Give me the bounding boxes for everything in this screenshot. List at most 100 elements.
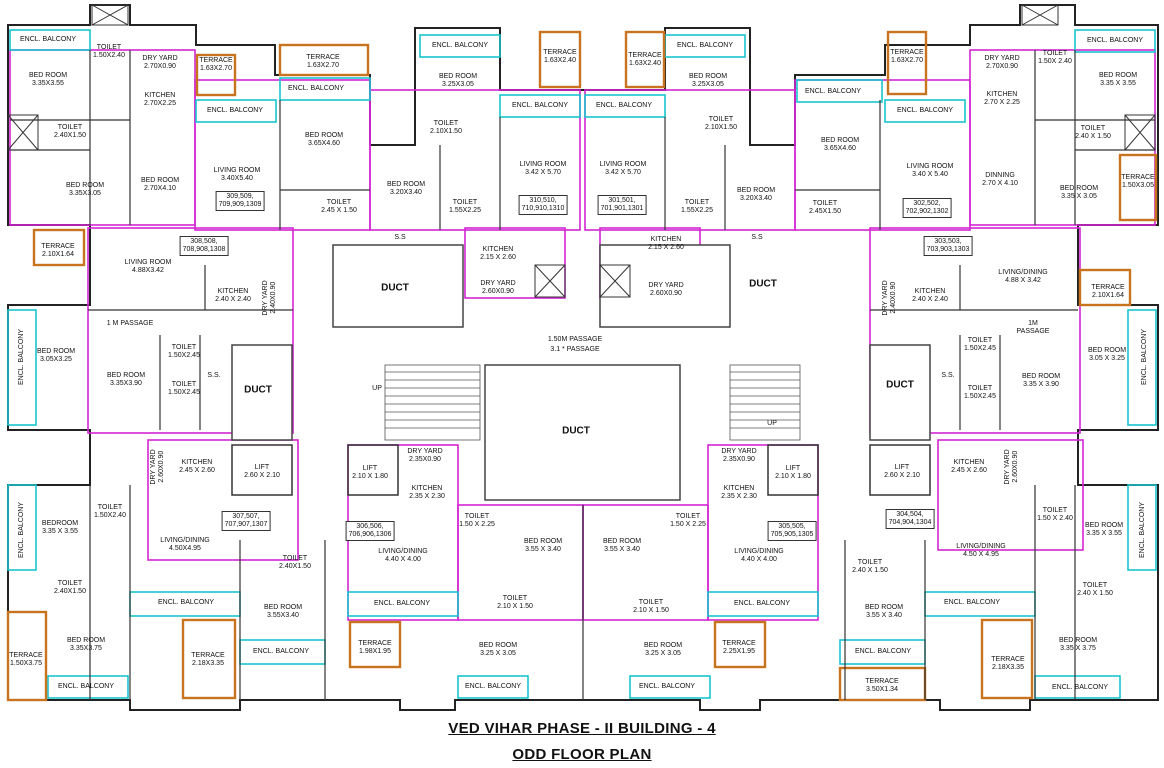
room-label-encl-balcony-j2: ENCL. BALCONY bbox=[464, 683, 522, 690]
room-label-toilet-k1: TOILET 1.50 X 2.25 bbox=[670, 513, 706, 528]
room-label-bed-j1: BED ROOM 3.55 X 3.40 bbox=[523, 538, 563, 553]
room-label-living-j1: LIVING/DINING 4.40 X 4.00 bbox=[378, 548, 428, 563]
room-label-passage-h1: 1M PASSAGE bbox=[1016, 320, 1050, 335]
room-label-kitchen-h1: KITCHEN 2.40 X 2.40 bbox=[912, 288, 948, 303]
room-label-ss-2: S.S bbox=[751, 234, 763, 241]
ducts bbox=[231, 244, 931, 501]
room-label-unit-310: 310,510, 710,910,1310 bbox=[518, 195, 568, 215]
room-label-encl-balcony-e2: ENCL. BALCONY bbox=[896, 107, 954, 114]
room-label-bed-c2: BED ROOM 3.20X3.40 bbox=[386, 181, 426, 196]
room-label-up-1: UP bbox=[372, 385, 382, 392]
plan-title-line-1: VED VIHAR PHASE - II BUILDING - 4 bbox=[448, 720, 716, 737]
room-label-duct-5: DUCT bbox=[562, 425, 590, 437]
room-label-bed-j2: BED ROOM 3.25 X 3.05 bbox=[478, 642, 518, 657]
room-label-duct-4: DUCT bbox=[886, 379, 914, 391]
room-label-bed-b1: BED ROOM 3.65X4.60 bbox=[304, 132, 344, 147]
room-label-dryyard-c1: DRY YARD 2.60X0.90 bbox=[480, 280, 516, 295]
room-label-encl-balcony-l2: ENCL. BALCONY bbox=[943, 599, 1001, 606]
room-label-toilet-i1: TOILET 1.50X2.40 bbox=[94, 504, 126, 519]
room-label-unit-306: 306,506, 706,906,1306 bbox=[345, 521, 395, 541]
room-label-dryyard-d1: DRY YARD 2.60X0.90 bbox=[648, 282, 684, 297]
room-label-living-k1: LIVING/DINING 4.40 X 4.00 bbox=[734, 548, 784, 563]
room-label-passage-center: 1.50M PASSAGE bbox=[547, 336, 603, 343]
room-label-encl-balcony-a1: ENCL. BALCONY bbox=[19, 36, 77, 43]
room-label-bed-h2: BED ROOM 3.05 X 3.25 bbox=[1087, 347, 1127, 362]
room-label-terrace-j1: TERRACE 1.98X1.95 bbox=[358, 640, 392, 655]
room-label-unit-307: 307,507, 707,907,1307 bbox=[221, 511, 271, 531]
room-label-encl-balcony-b1: ENCL. BALCONY bbox=[287, 85, 345, 92]
room-label-encl-balcony-a2: ENCL. BALCONY bbox=[206, 107, 264, 114]
room-label-encl-balcony-j1: ENCL. BALCONY bbox=[373, 600, 431, 607]
room-label-encl-balcony-l3: ENCL. BALCONY bbox=[1139, 501, 1146, 559]
room-label-living-c1: LIVING ROOM 3.42 X 5.70 bbox=[519, 161, 567, 176]
room-label-encl-balcony-i3: ENCL. BALCONY bbox=[252, 648, 310, 655]
room-label-terrace-d1: TERRACE 1.63X2.40 bbox=[628, 52, 662, 67]
room-label-living-l1: LIVING/DINING 4.50 X 4.95 bbox=[956, 543, 1006, 558]
room-label-kitchen-k1: KITCHEN 2.35 X 2.30 bbox=[721, 485, 757, 500]
room-label-toilet-a1: TOILET 1.50X2.40 bbox=[93, 44, 125, 59]
room-label-living-i1: LIVING/DINING 4.50X4.95 bbox=[160, 537, 210, 552]
room-label-bed-g1: BED ROOM 3.05X3.25 bbox=[36, 348, 76, 363]
room-label-kitchen-d1: KITCHEN 2.15 X 2.60 bbox=[648, 236, 684, 251]
room-label-encl-balcony-h1: ENCL. BALCONY bbox=[1141, 328, 1148, 386]
room-label-dryyard-h1: DRY YARD 2.40X0.90 bbox=[882, 280, 897, 316]
room-label-encl-balcony-e1: ENCL. BALCONY bbox=[804, 88, 862, 95]
room-label-lift-2: LIFT 2.10 X 1.80 bbox=[352, 465, 388, 480]
room-label-toilet-j1: TOILET 1.50 X 2.25 bbox=[459, 513, 495, 528]
room-label-bed-h1: BED ROOM 3.35 X 3.90 bbox=[1021, 373, 1061, 388]
balcony-outlines bbox=[7, 29, 1157, 699]
room-label-bed-f1: BED ROOM 3.35 X 3.55 bbox=[1098, 72, 1138, 87]
room-label-dinning-f1: DINNING 2.70 X 4.10 bbox=[982, 172, 1018, 187]
room-label-kitchen-f1: KITCHEN 2.70 X 2.25 bbox=[984, 91, 1020, 106]
room-label-encl-balcony-g1: ENCL. BALCONY bbox=[18, 328, 25, 386]
room-label-terrace-i2: TERRACE 2.18X3.35 bbox=[191, 652, 225, 667]
room-label-toilet-c1: TOILET 2.10X1.50 bbox=[430, 120, 462, 135]
room-label-terrace-k1: TERRACE 2.25X1.95 bbox=[722, 640, 756, 655]
room-label-ss-3: S.S. bbox=[207, 372, 221, 379]
room-label-toilet-f1: TOILET 1.50X 2.40 bbox=[1038, 50, 1072, 65]
room-label-dryyard-i1: DRY YARD 2.60X0.90 bbox=[150, 449, 165, 485]
room-label-terrace-e1: TERRACE 1.63X2.70 bbox=[890, 49, 924, 64]
room-label-unit-308: 308,508, 708,908,1308 bbox=[179, 236, 229, 256]
room-label-bed-a1: BED ROOM 3.35X3.55 bbox=[28, 72, 68, 87]
staircases bbox=[384, 364, 801, 441]
room-label-toilet-l1: TOILET 2.40 X 1.50 bbox=[852, 559, 888, 574]
room-label-duct-1: DUCT bbox=[381, 282, 409, 294]
room-label-toilet-c2: TOILET 1.55X2.25 bbox=[449, 199, 481, 214]
room-label-bed-l3: BED ROOM 3.35 X 3.75 bbox=[1058, 637, 1098, 652]
room-label-living-g1: LIVING ROOM 4.88X3.42 bbox=[124, 259, 172, 274]
room-label-encl-balcony-i4: ENCL. BALCONY bbox=[57, 683, 115, 690]
room-label-terrace-g1: TERRACE 2.10X1.64 bbox=[41, 243, 75, 258]
room-label-kitchen-j1: KITCHEN 2.35 X 2.30 bbox=[409, 485, 445, 500]
room-label-bed-a3: BED ROOM 2.70X4.10 bbox=[140, 177, 180, 192]
room-label-bed-a2: BED ROOM 3.35X3.05 bbox=[65, 182, 105, 197]
room-label-toilet-l3: TOILET 2.40 X 1.50 bbox=[1077, 582, 1113, 597]
room-label-toilet-f2: TOILET 2.40 X 1.50 bbox=[1075, 125, 1111, 140]
room-label-living-a1: LIVING ROOM 3.40X5.40 bbox=[213, 167, 261, 182]
room-label-up-2: UP bbox=[767, 420, 777, 427]
room-label-toilet-l2: TOILET 1.50 X 2.40 bbox=[1037, 507, 1073, 522]
room-label-passage-center-2: 3.1 * PASSAGE bbox=[550, 346, 600, 353]
room-label-kitchen-i1: KITCHEN 2.45 X 2.60 bbox=[179, 459, 215, 474]
room-label-bed-g2: BED ROOM 3.35X3.90 bbox=[106, 372, 146, 387]
room-label-encl-balcony-c1: ENCL. BALCONY bbox=[431, 42, 489, 49]
room-label-toilet-a2: TOILET 2.40X1.50 bbox=[54, 124, 86, 139]
room-label-encl-balcony-c2: ENCL. BALCONY bbox=[511, 102, 569, 109]
room-label-bed-k2: BED ROOM 3.25 X 3.05 bbox=[643, 642, 683, 657]
room-label-encl-balcony-k2: ENCL. BALCONY bbox=[733, 600, 791, 607]
room-label-toilet-i2: TOILET 2.40X1.50 bbox=[279, 555, 311, 570]
room-label-bed-i1: BED ROOM 3.55X3.40 bbox=[263, 604, 303, 619]
room-label-unit-305: 305,505, 705,905,1305 bbox=[767, 521, 817, 541]
room-label-toilet-d2: TOILET 1.55X2.25 bbox=[681, 199, 713, 214]
room-label-toilet-h2: TOILET 1.50X2.45 bbox=[964, 385, 996, 400]
terrace-outlines bbox=[6, 30, 1158, 702]
room-label-kitchen-c1: KITCHEN 2.15 X 2.60 bbox=[480, 246, 516, 261]
room-label-unit-303: 303,503, 703,903,1303 bbox=[923, 236, 973, 256]
room-label-dryyard-j1: DRY YARD 2.35X0.90 bbox=[407, 448, 443, 463]
room-label-living-h1: LIVING/DINING 4.88 X 3.42 bbox=[998, 269, 1048, 284]
room-label-toilet-d1: TOILET 2.10X1.50 bbox=[705, 116, 737, 131]
room-label-bed-d1: BED ROOM 3.25X3.05 bbox=[688, 73, 728, 88]
room-label-encl-balcony-i1: ENCL. BALCONY bbox=[18, 501, 25, 559]
room-label-ss-1: S.S bbox=[394, 234, 406, 241]
building-walls bbox=[7, 4, 1159, 711]
